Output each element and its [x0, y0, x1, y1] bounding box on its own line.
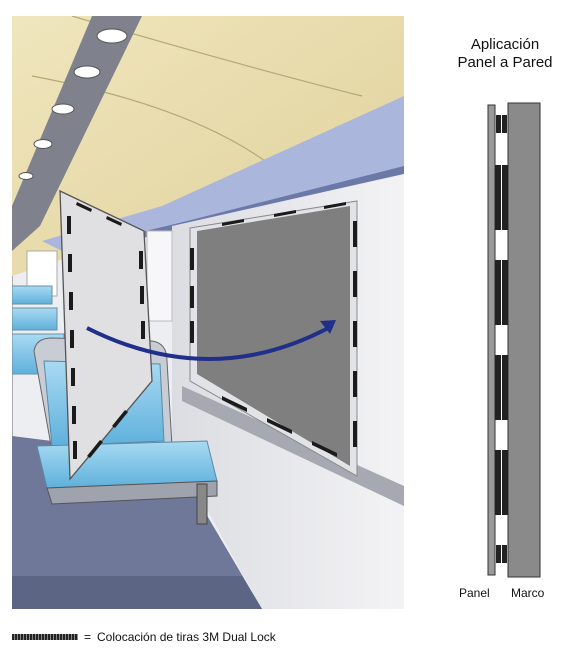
panel-dual-lock-strips: [67, 202, 145, 459]
light-rail: [12, 16, 142, 251]
panel-profile: [487, 104, 496, 576]
label-panel: Panel: [459, 586, 490, 600]
panel-wall-side-view: [487, 102, 541, 578]
move-arrow-head: [320, 320, 336, 334]
label-frame: Marco: [511, 586, 545, 600]
side-view-title-line2: Panel a Pared: [457, 54, 553, 71]
legend-text: Colocación de tiras 3M Dual Lock: [97, 630, 276, 644]
seat-base: [46, 480, 218, 505]
ceiling-light: [33, 139, 53, 149]
seat-row: [12, 307, 58, 331]
train-interior-illustration: [12, 16, 404, 609]
frame-profile: [507, 102, 541, 578]
side-dual-lock-strips: [495, 115, 508, 563]
seat-cushion: [36, 440, 218, 489]
seat-leg: [196, 483, 208, 525]
side-view-title-line1: Aplicación: [470, 36, 540, 53]
frame-dual-lock-strips: [190, 202, 357, 457]
ceiling-light: [51, 103, 75, 115]
ceiling-light: [18, 172, 34, 180]
ceiling-light: [73, 65, 101, 79]
move-arrow: [86, 324, 333, 361]
curtain: [146, 230, 173, 322]
floor-edge: [12, 576, 262, 609]
ceiling-light: [96, 28, 128, 44]
legend: = Colocación de tiras 3M Dual Lock: [12, 630, 276, 644]
seat-row: [12, 285, 53, 305]
dual-lock-swatch: [12, 634, 78, 640]
legend-equals: =: [84, 630, 92, 644]
wall-panel-surface: [197, 206, 350, 466]
wall-rail: [182, 386, 404, 506]
